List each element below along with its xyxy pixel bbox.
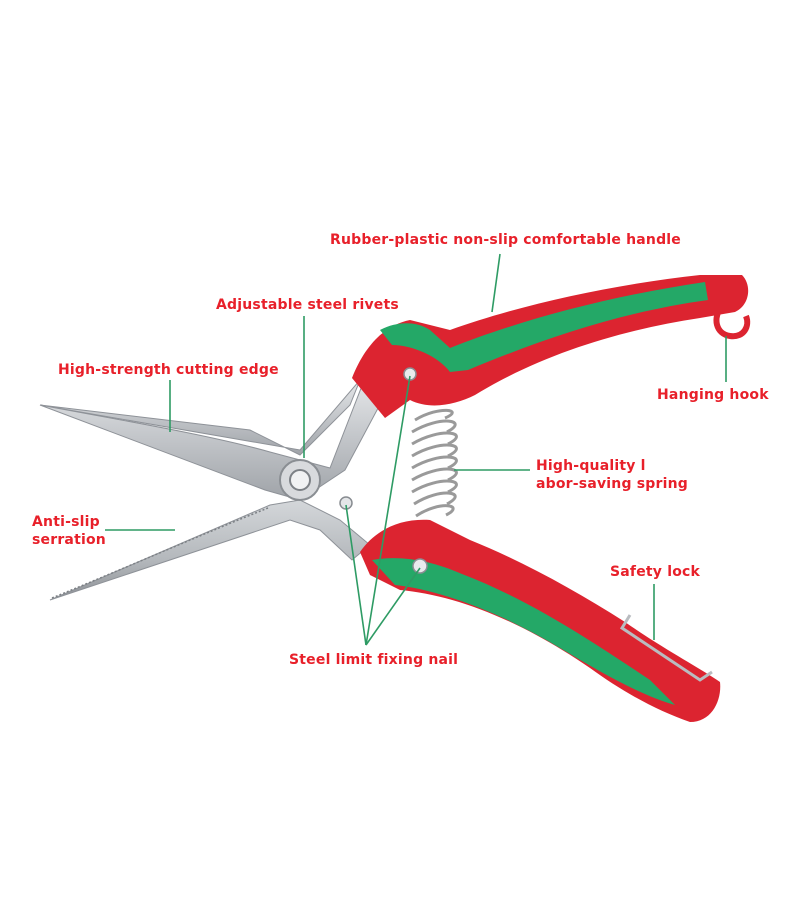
- pivot-rivet-inner: [289, 469, 311, 491]
- leader-lines: [105, 253, 727, 646]
- spring: [411, 408, 458, 518]
- upper-handle-red: [352, 275, 749, 418]
- label-rivets: Adjustable steel rivets: [216, 297, 399, 313]
- lower-handle-green: [372, 558, 675, 705]
- lower-blade: [49, 499, 371, 601]
- upper-handle-green: [380, 282, 708, 372]
- label-safety-lock: Safety lock: [610, 564, 701, 580]
- leader-nail-2: [365, 375, 411, 646]
- label-serration: Anti-slip serration: [32, 513, 106, 549]
- label-limit-nail: Steel limit fixing nail: [289, 652, 459, 668]
- label-spring-line2: abor-saving spring: [536, 476, 689, 492]
- upper-blade: [39, 379, 361, 456]
- label-hanging-hook: Hanging hook: [657, 387, 769, 403]
- leader-handle: [491, 253, 501, 313]
- label-cutting-edge: High-strength cutting edge: [58, 362, 279, 378]
- label-serration-line1: Anti-slip: [32, 514, 100, 530]
- hanging-hook: [713, 304, 751, 340]
- lower-handle-rivet: [412, 558, 428, 574]
- label-serration-line2: serration: [32, 532, 106, 548]
- upper-blade-body: [39, 377, 386, 501]
- label-handle: Rubber-plastic non-slip comfortable hand…: [330, 232, 681, 248]
- label-spring-line1: High-quality l: [536, 458, 646, 474]
- label-spring: High-quality l abor-saving spring: [536, 457, 688, 493]
- leader-nail-1: [345, 504, 367, 646]
- leader-nail-3: [365, 567, 421, 646]
- safety-lock: [619, 614, 713, 682]
